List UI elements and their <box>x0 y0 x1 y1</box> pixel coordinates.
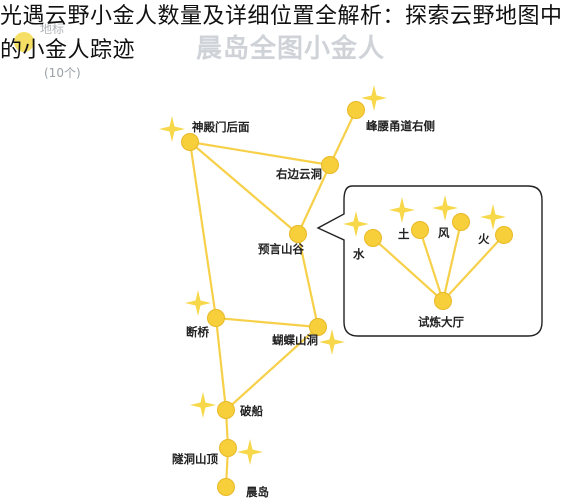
node-chendao <box>217 478 235 496</box>
label-shendianmen: 神殿门后面 <box>192 120 250 134</box>
sparkle-icon <box>185 290 211 316</box>
sparkle-icon <box>432 195 458 221</box>
node-yuyan <box>289 225 307 243</box>
nodes <box>181 101 513 496</box>
node-shui <box>364 229 382 247</box>
node-duanqiao <box>207 309 225 327</box>
label-duanqiao: 断桥 <box>186 325 209 339</box>
sparkle-icon <box>389 197 415 223</box>
edges <box>188 109 505 488</box>
page-headline: 光遇云野小金人数量及详细位置全解析：探索云野地图中的小金人踪迹 <box>0 4 563 63</box>
label-huo: 火 <box>478 232 490 246</box>
edge-shendianmen-duanqiao <box>188 141 218 319</box>
edge-shendianmen-youbian <box>189 140 331 167</box>
node-youbian <box>321 156 339 174</box>
label-feng: 风 <box>438 226 450 240</box>
node-feng <box>452 213 470 231</box>
label-shilian: 试炼大厅 <box>418 315 464 329</box>
node-fengyao <box>347 101 365 119</box>
stars <box>159 85 506 465</box>
node-shendianmen <box>181 133 199 151</box>
sparkle-icon <box>343 211 369 237</box>
edge-shilian-huo <box>442 234 505 302</box>
label-yuyan: 预言山谷 <box>258 242 304 256</box>
edge-shilian-shui <box>372 237 444 302</box>
edge-duanqiao-hudie <box>215 316 319 329</box>
legend-node-icon <box>14 32 34 52</box>
label-shui: 水 <box>353 247 365 261</box>
sparkle-icon <box>159 116 185 142</box>
sparkle-icon <box>361 85 387 111</box>
edge-shendianmen-yuyan <box>189 141 299 235</box>
edge-duanqiao-pochuan <box>214 317 228 411</box>
edge-youbian-yuyan <box>297 164 331 235</box>
label-tu: 土 <box>398 227 410 241</box>
sparkle-icon <box>480 204 506 230</box>
edge-hudie-pochuan <box>225 326 319 411</box>
watermark-map-title: 晨岛全图小金人 <box>196 34 386 64</box>
label-hudie: 蝴蝶山洞 <box>272 333 318 347</box>
edge-yuyan-hudie <box>296 233 320 328</box>
label-pochuan: 破船 <box>240 404 263 418</box>
trial-hall-bubble <box>316 185 543 337</box>
label-youbian: 右边云洞 <box>275 167 322 181</box>
label-chendao: 晨岛 <box>246 485 269 499</box>
sparkle-icon <box>237 439 263 465</box>
node-huo <box>495 226 513 244</box>
edge-shilian-tu <box>418 229 445 302</box>
legend-label: 地标 <box>40 22 65 36</box>
label-fengyao: 峰腰甬道右侧 <box>366 119 435 133</box>
node-suidong <box>219 439 237 457</box>
node-hudie <box>309 318 327 336</box>
sparkle-icon <box>319 329 345 355</box>
edge-shilian-feng <box>441 221 463 302</box>
edge-youbian-fengyao <box>329 109 357 166</box>
legend-count: (10个) <box>44 66 81 80</box>
node-pochuan <box>217 401 235 419</box>
node-shilian <box>434 292 452 310</box>
label-suidong: 隧洞山顶 <box>172 452 218 466</box>
sparkle-icon <box>190 392 216 418</box>
node-tu <box>411 221 429 239</box>
